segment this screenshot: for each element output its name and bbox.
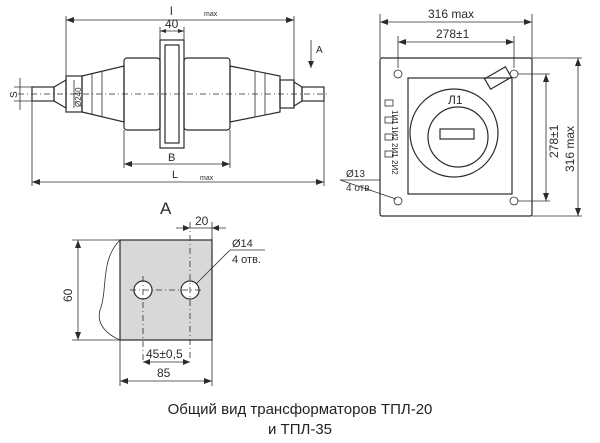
terminal-label: 1И1: [390, 110, 399, 125]
dim-arrows: [160, 29, 184, 33]
right-conductor: [301, 86, 325, 102]
right-insulator-taper: [229, 65, 281, 123]
dim-40-label: 40: [165, 17, 179, 31]
left-body: [123, 57, 161, 131]
hole-leader: [195, 249, 231, 285]
dim-b-label: B: [168, 152, 175, 164]
inner-square: [407, 77, 513, 195]
label-l1: Л1: [448, 93, 463, 107]
slot: [439, 128, 475, 140]
base-plate: [379, 57, 533, 217]
terminal-screw: [384, 99, 394, 107]
hole-count-label: 4 отв.: [346, 183, 372, 194]
hole-count-label: 4 отв.: [232, 254, 261, 266]
dim-s-label: S: [9, 91, 20, 98]
terminal-screw: [384, 150, 394, 158]
dim-d240-label: Ø240: [74, 87, 83, 107]
dim-316-top-label: 316 max: [428, 7, 474, 21]
dim-l-bottom-label: L: [172, 169, 178, 181]
side-view: l max 40 A S Ø240 B L max: [9, 4, 330, 186]
hole-dim-label: Ø13: [346, 169, 365, 180]
mount-hole: [509, 69, 519, 79]
dim-85-label: 85: [157, 366, 171, 380]
mount-hole: [393, 196, 403, 206]
hole-leader: [339, 179, 397, 200]
dim-278-top-label: 278±1: [436, 27, 470, 41]
view-a-title: A: [160, 199, 172, 218]
front-view: Л1 1И1 1И2 2И1 2И2 316 max 278±1 278±1 3…: [339, 7, 582, 217]
body-circle: [409, 88, 499, 178]
mount-hole: [393, 69, 403, 79]
dim-l-top-max: max: [204, 11, 218, 18]
dim-60-label: 60: [61, 288, 75, 302]
caption-line-2: и ТПЛ-35: [267, 421, 332, 438]
nameplate: [483, 65, 513, 91]
view-a-marker: A: [316, 45, 323, 56]
dim-316-right-label: 316 max: [563, 126, 577, 172]
view-a-arrowhead: [308, 61, 314, 68]
terminal-label: 1И2: [390, 126, 399, 141]
mount-hole: [509, 196, 519, 206]
terminal-screw: [384, 133, 394, 141]
dim-45-label: 45±0,5: [146, 347, 183, 361]
flange-inner: [164, 44, 180, 144]
terminal-label: 2И1: [390, 143, 399, 158]
caption-line-1: Общий вид трансформаторов ТПЛ-20: [167, 401, 433, 418]
dim-l-top-label: l: [170, 4, 173, 18]
hole-dim-label: Ø14: [232, 238, 253, 250]
dim-278-right-label: 278±1: [547, 124, 561, 158]
dim-l-bottom-max: max: [200, 175, 214, 182]
inner-circle: [427, 106, 489, 168]
dim-20-label: 20: [195, 214, 209, 228]
break-line: [98, 239, 121, 341]
terminal-screw: [384, 116, 394, 124]
terminal-label: 2И2: [390, 160, 399, 175]
view-a: A 20 Ø14 4 отв. 60 45±0,5: [61, 199, 265, 386]
